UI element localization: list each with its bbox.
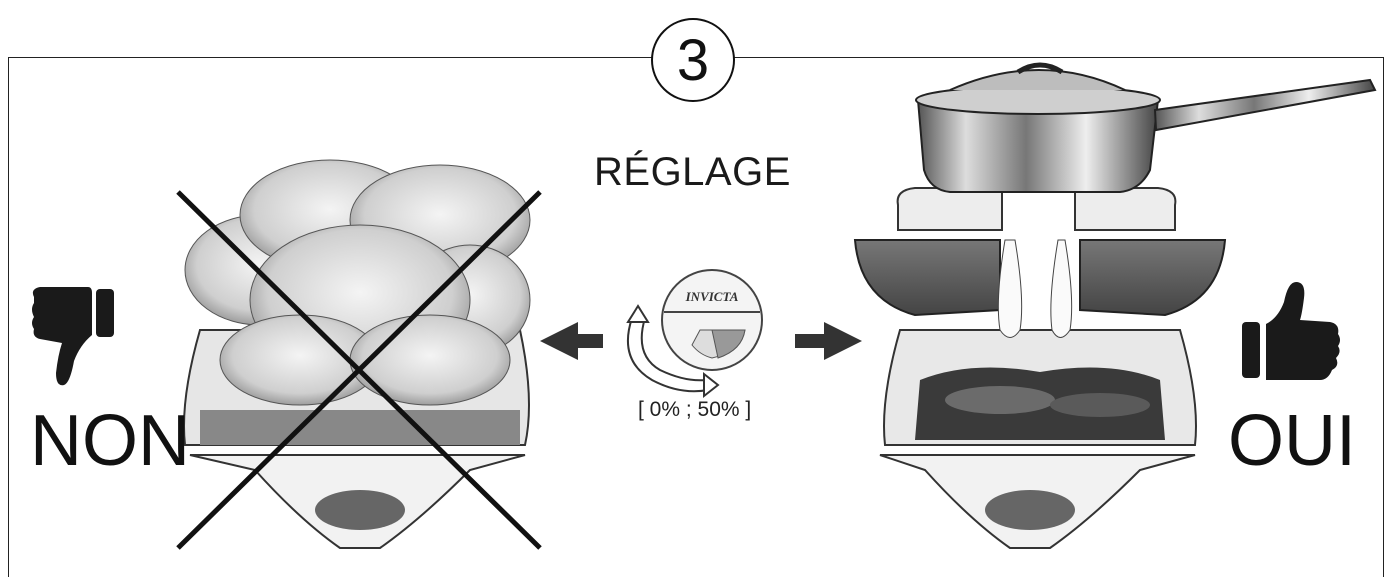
stove-left-smoking xyxy=(178,160,540,548)
thumbs-down-icon xyxy=(32,287,114,385)
step-number-badge: 3 xyxy=(651,18,735,102)
arrow-right-icon xyxy=(795,322,862,360)
arrow-left-icon xyxy=(540,322,603,360)
regulation-dial: INVICTA xyxy=(628,270,762,396)
dial-brand-label: INVICTA xyxy=(685,289,739,304)
thumbs-up-icon xyxy=(1242,282,1340,380)
dial-range-label: [ 0% ; 50% ] xyxy=(638,398,751,422)
saucepan xyxy=(916,65,1375,192)
verdict-non-label: NON xyxy=(30,400,190,482)
verdict-oui-label: OUI xyxy=(1228,400,1356,482)
page-title: RÉGLAGE xyxy=(594,150,791,195)
stove-right-with-pan xyxy=(855,188,1225,548)
